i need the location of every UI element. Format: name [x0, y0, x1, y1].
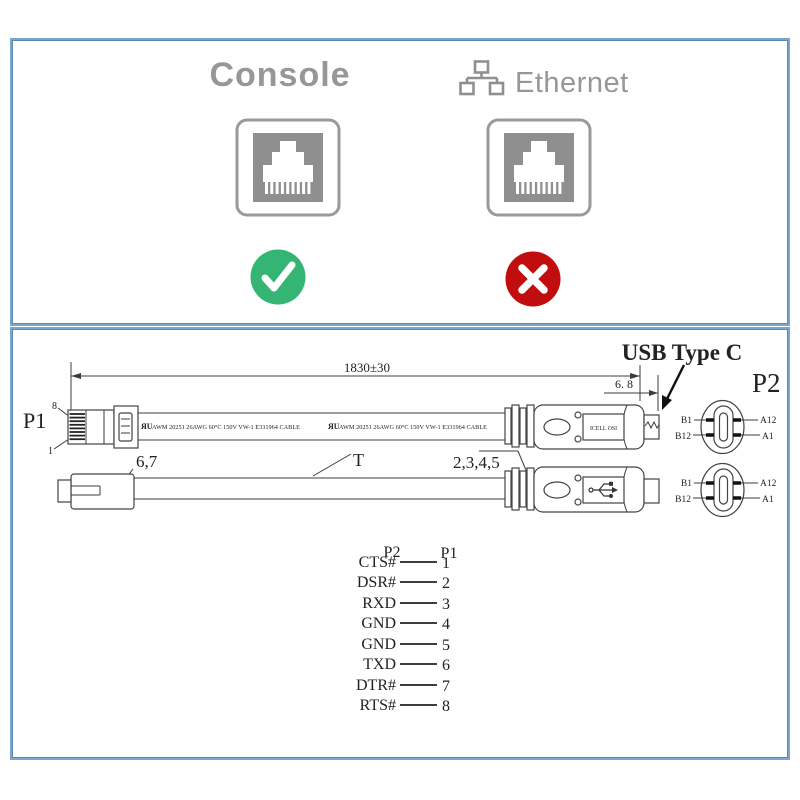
cable-side-view — [134, 477, 505, 500]
pin-a1-label: A1 — [762, 432, 774, 442]
pin-b1-label: B1 — [681, 416, 692, 426]
signal-name: GND — [361, 615, 396, 632]
brand-plate — [582, 413, 625, 441]
usb-type-c-text: USB Type C — [622, 340, 743, 365]
rj45-pin-comb — [516, 182, 562, 194]
p2-end-view-upper: B1 B12 A12 A1 — [675, 399, 777, 455]
contact-bars — [706, 418, 741, 437]
pin-number: 3 — [442, 596, 450, 613]
pin-number: 1 — [442, 555, 450, 572]
dim-68-text: 6. 8 — [615, 377, 633, 391]
thumb-dimple — [543, 418, 571, 436]
pin-number: 8 — [442, 698, 450, 715]
signal-name: CTS# — [359, 554, 396, 571]
usb-trident-icon — [588, 481, 618, 498]
pin-b1-label: B1 — [681, 479, 692, 489]
cable-print: AWM 20251 26AWG 60°C 150V VW-1 E331964 C… — [339, 424, 487, 431]
cable-top-view: ЯU AWM 20251 26AWG 60°C 150V VW-1 E33196… — [138, 412, 505, 441]
rj45-pin-comb — [265, 182, 311, 194]
p2-label: P2 — [752, 368, 781, 398]
pin-row: RTS# 8 — [360, 697, 450, 715]
cable-diagram-panel: 1830±30 6. 8 USB Type C P2 P1 8 1 — [10, 327, 790, 760]
cable-diagram: 1830±30 6. 8 USB Type C P2 P1 8 1 — [23, 340, 781, 715]
pin-number: 4 — [442, 616, 450, 633]
pin-number: 7 — [442, 678, 450, 695]
pin-number: 5 — [442, 637, 450, 654]
p1-label: P1 — [23, 408, 46, 433]
pin-b12-label: B12 — [675, 495, 691, 505]
pin-a1-label: A1 — [762, 495, 774, 505]
usbc-connector-top-view: ICELL OSI — [504, 404, 660, 450]
pin-row: GND 5 — [361, 636, 450, 654]
signal-name: RXD — [362, 595, 396, 612]
callout-arrow-line — [665, 364, 686, 400]
signal-name: RTS# — [360, 697, 396, 714]
pin-a12-label: A12 — [760, 479, 777, 489]
cable-print: AWM 20251 26AWG 60°C 150V VW-1 E331964 C… — [152, 424, 300, 431]
contact-bars — [706, 481, 741, 500]
cross-icon — [505, 251, 561, 307]
rj45-pins-hatch — [69, 413, 85, 441]
rj45-boot-label — [118, 412, 133, 442]
usbc-tip — [643, 478, 660, 504]
pin-row: DTR# 7 — [356, 677, 450, 695]
usbc-connector-side-view — [504, 466, 660, 513]
callout-arrow-head — [662, 395, 672, 410]
ul-mark: ЯU — [141, 422, 153, 431]
console-rj45-jack-icon — [235, 118, 341, 217]
label-6-7: 6,7 — [136, 452, 158, 471]
pin-b12-label: B12 — [675, 432, 691, 442]
signal-name: DTR# — [356, 677, 396, 694]
pin-row: TXD 6 — [363, 656, 450, 674]
ethernet-network-icon — [459, 60, 505, 96]
dimension-overall-length: 1830±30 — [70, 360, 641, 413]
table-header-p1: P1 — [441, 545, 458, 562]
pin-number: 2 — [442, 575, 450, 592]
pin-row: CTS# 1 — [359, 554, 450, 572]
signal-name: DSR# — [357, 574, 396, 591]
dim-1830-text: 1830±30 — [344, 360, 390, 375]
checkmark-icon — [250, 249, 306, 305]
comparison-panel: Console Ethernet — [10, 38, 790, 326]
ethernet-rj45-jack-icon — [486, 118, 592, 217]
pin1-label: 1 — [48, 446, 53, 457]
table-header-p2: P2 — [384, 544, 401, 561]
pin-number: 6 — [442, 657, 450, 674]
thumb-dimple — [543, 481, 571, 499]
wire-callouts: 6,7 T 2,3,4,5 — [111, 450, 529, 498]
connector-brand-label: ICELL OSI — [590, 426, 617, 432]
tip-squiggle — [644, 420, 660, 430]
pin-row: DSR# 2 — [357, 574, 450, 592]
usb-type-c-callout: USB Type C — [622, 340, 743, 410]
ethernet-label: Ethernet — [515, 67, 629, 99]
console-label: Console — [209, 56, 351, 94]
pin-row: GND 4 — [361, 615, 450, 633]
p1-side-labels: P1 8 1 — [23, 401, 71, 457]
signal-name: GND — [361, 636, 396, 653]
label-2-3-4-5: 2,3,4,5 — [453, 453, 500, 472]
signal-name: TXD — [363, 656, 396, 673]
rj45-plug-side-view — [57, 473, 135, 510]
pin-a12-label: A12 — [760, 416, 777, 426]
pin-row: RXD 3 — [362, 595, 450, 613]
pin-mapping-table: P2 P1 CTS# 1 DSR# 2 RXD 3 GND 4 GND 5 T — [356, 544, 457, 715]
rj45-plug-top-view — [67, 405, 139, 449]
pin8-label: 8 — [52, 401, 57, 412]
ul-mark: ЯU — [328, 422, 340, 431]
p2-end-view-lower: B1 B12 A12 A1 — [675, 462, 777, 518]
label-t: T — [353, 450, 364, 470]
dimension-tip-length: 6. 8 — [604, 375, 659, 411]
